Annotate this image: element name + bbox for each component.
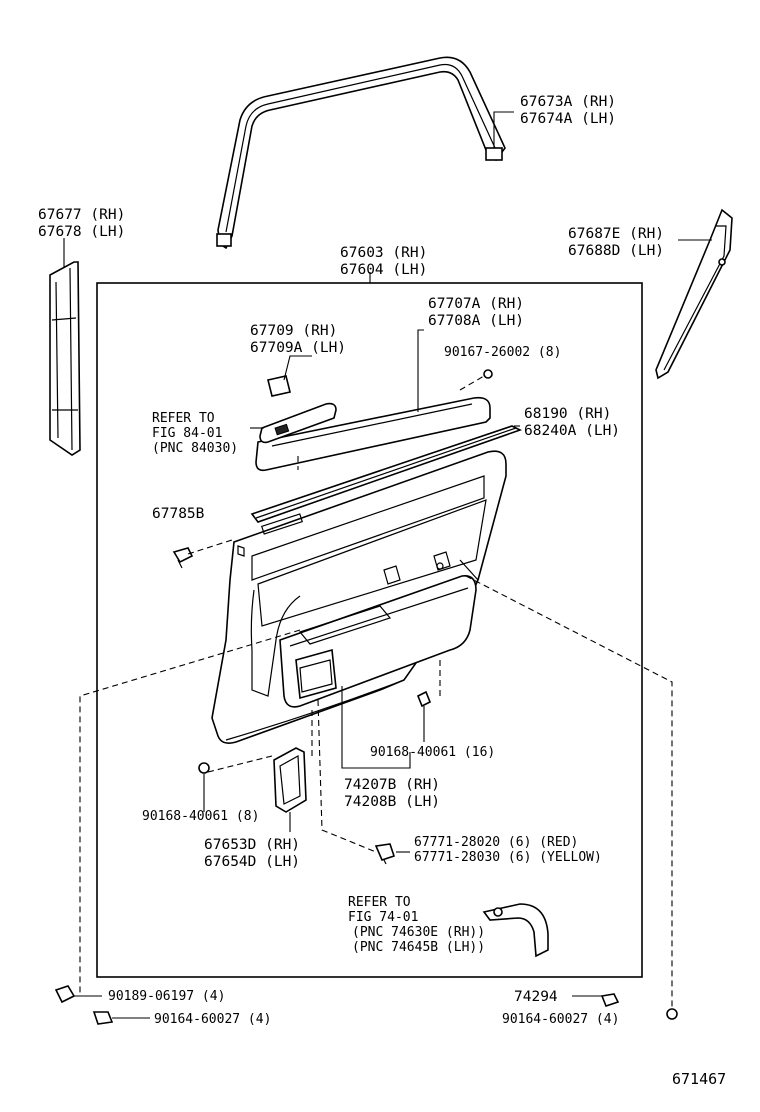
label-trim-upper-panel: 67707A (RH) 67708A (LH): [428, 296, 533, 329]
clip-40061-16-drawing: [416, 690, 432, 708]
dash-lines: [79, 375, 673, 1008]
label-rear-garnish: 67687E (RH) 67688D (LH): [568, 226, 673, 259]
weatherstrip-drawing: [250, 425, 523, 523]
label-door-pillar-garnish: 67677 (RH) 67678 (LH): [38, 207, 134, 240]
leader-lines: [63, 111, 712, 1019]
rear-garnish-drawing: [655, 208, 733, 380]
label-screw-60027-left: 90164-60027 (4): [154, 1012, 271, 1027]
screw-right-drawing: [600, 993, 678, 1020]
figure-number: 671467: [672, 1070, 726, 1088]
label-door-trim-board: 67603 (RH) 67604 (LH): [340, 245, 436, 278]
clip-upper-drawing: [483, 369, 493, 379]
door-pillar-garnish-drawing: [49, 261, 81, 456]
window-frame-moulding-drawing: [216, 56, 506, 250]
label-window-frame-moulding: 67673A (RH) 67674A (LH): [520, 94, 625, 127]
label-cap-74294: 74294: [514, 989, 558, 1005]
switch-base-drawing: [259, 375, 337, 444]
label-trim-screw-upper: 90167-26002 (8): [444, 345, 561, 360]
label-weatherstrip: 68190 (RH) 68240A (LH): [524, 406, 620, 439]
label-screw-06197: 90189-06197 (4): [108, 989, 225, 1004]
label-clip-40061-8: 90168-40061 (8): [142, 809, 259, 824]
label-refer-fig-74: REFER TO FIG 74-01 (PNC 74630E (RH)) (PN…: [348, 895, 493, 955]
clip-40061-8-drawing: [198, 762, 210, 774]
label-trim-clip-colored: 67771-28020 (6) (RED) 67771-28030 (6) (Y…: [414, 835, 602, 865]
trim-upper-panel-drawing: [255, 396, 491, 472]
assist-grip-drawing: [482, 903, 549, 958]
trim-clip-colored-drawing: [374, 843, 396, 865]
label-armrest: 74207B (RH) 74208B (LH): [344, 777, 449, 810]
clip-67785b-drawing: [172, 547, 194, 569]
part-labels: 67673A (RH) 67674A (LH) 67677 (RH) 67678…: [38, 94, 726, 1088]
label-clip-40061-16: 90168-40061 (16): [370, 745, 495, 760]
label-screw-60027-right: 90164-60027 (4): [502, 1012, 619, 1027]
speaker-cover-drawing: [273, 747, 307, 813]
label-clip-67785b: 67785B: [152, 506, 205, 522]
label-speaker-cover: 67653D (RH) 67654D (LH): [204, 837, 309, 870]
armrest-drawing: [279, 574, 477, 708]
label-switch-base: 67709 (RH) 67709A (LH): [250, 323, 346, 356]
label-refer-fig-84: REFER TO FIG 84-01 (PNC 84030): [152, 411, 238, 456]
screw-left-drawing: [54, 985, 114, 1025]
